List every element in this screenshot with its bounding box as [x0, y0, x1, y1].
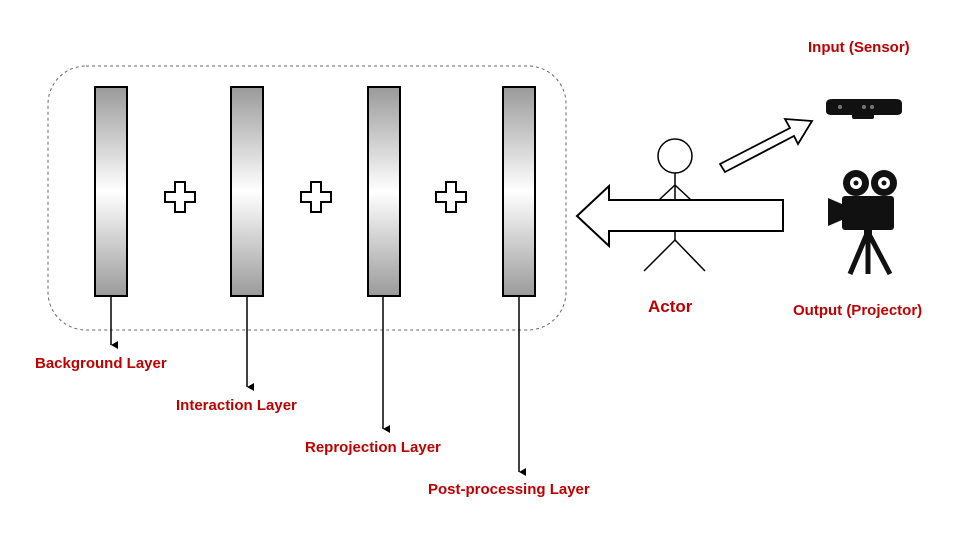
post-processing-layer-label: Post-processing Layer [428, 481, 590, 498]
interaction-layer-bar [230, 86, 264, 297]
reprojection-layer-label: Reprojection Layer [305, 439, 441, 456]
post-processing-layer-bar [502, 86, 536, 297]
input-sensor-label: Input (Sensor) [808, 39, 910, 56]
kinect-sensor-icon [826, 99, 902, 119]
output-projector-label: Output (Projector) [793, 302, 923, 319]
reprojection-layer-bar [367, 86, 401, 297]
interaction-layer-label: Interaction Layer [176, 397, 297, 414]
film-projector-icon [828, 170, 897, 276]
background-layer-label: Background Layer [35, 355, 167, 372]
plus-icon [300, 181, 332, 213]
background-layer-bar [94, 86, 128, 297]
actor-label: Actor [648, 297, 693, 316]
plus-icon [164, 181, 196, 213]
projection-arrow [575, 183, 784, 249]
layer-group-box [47, 65, 567, 331]
sensing-arrow [718, 117, 814, 174]
plus-icon [435, 181, 467, 213]
